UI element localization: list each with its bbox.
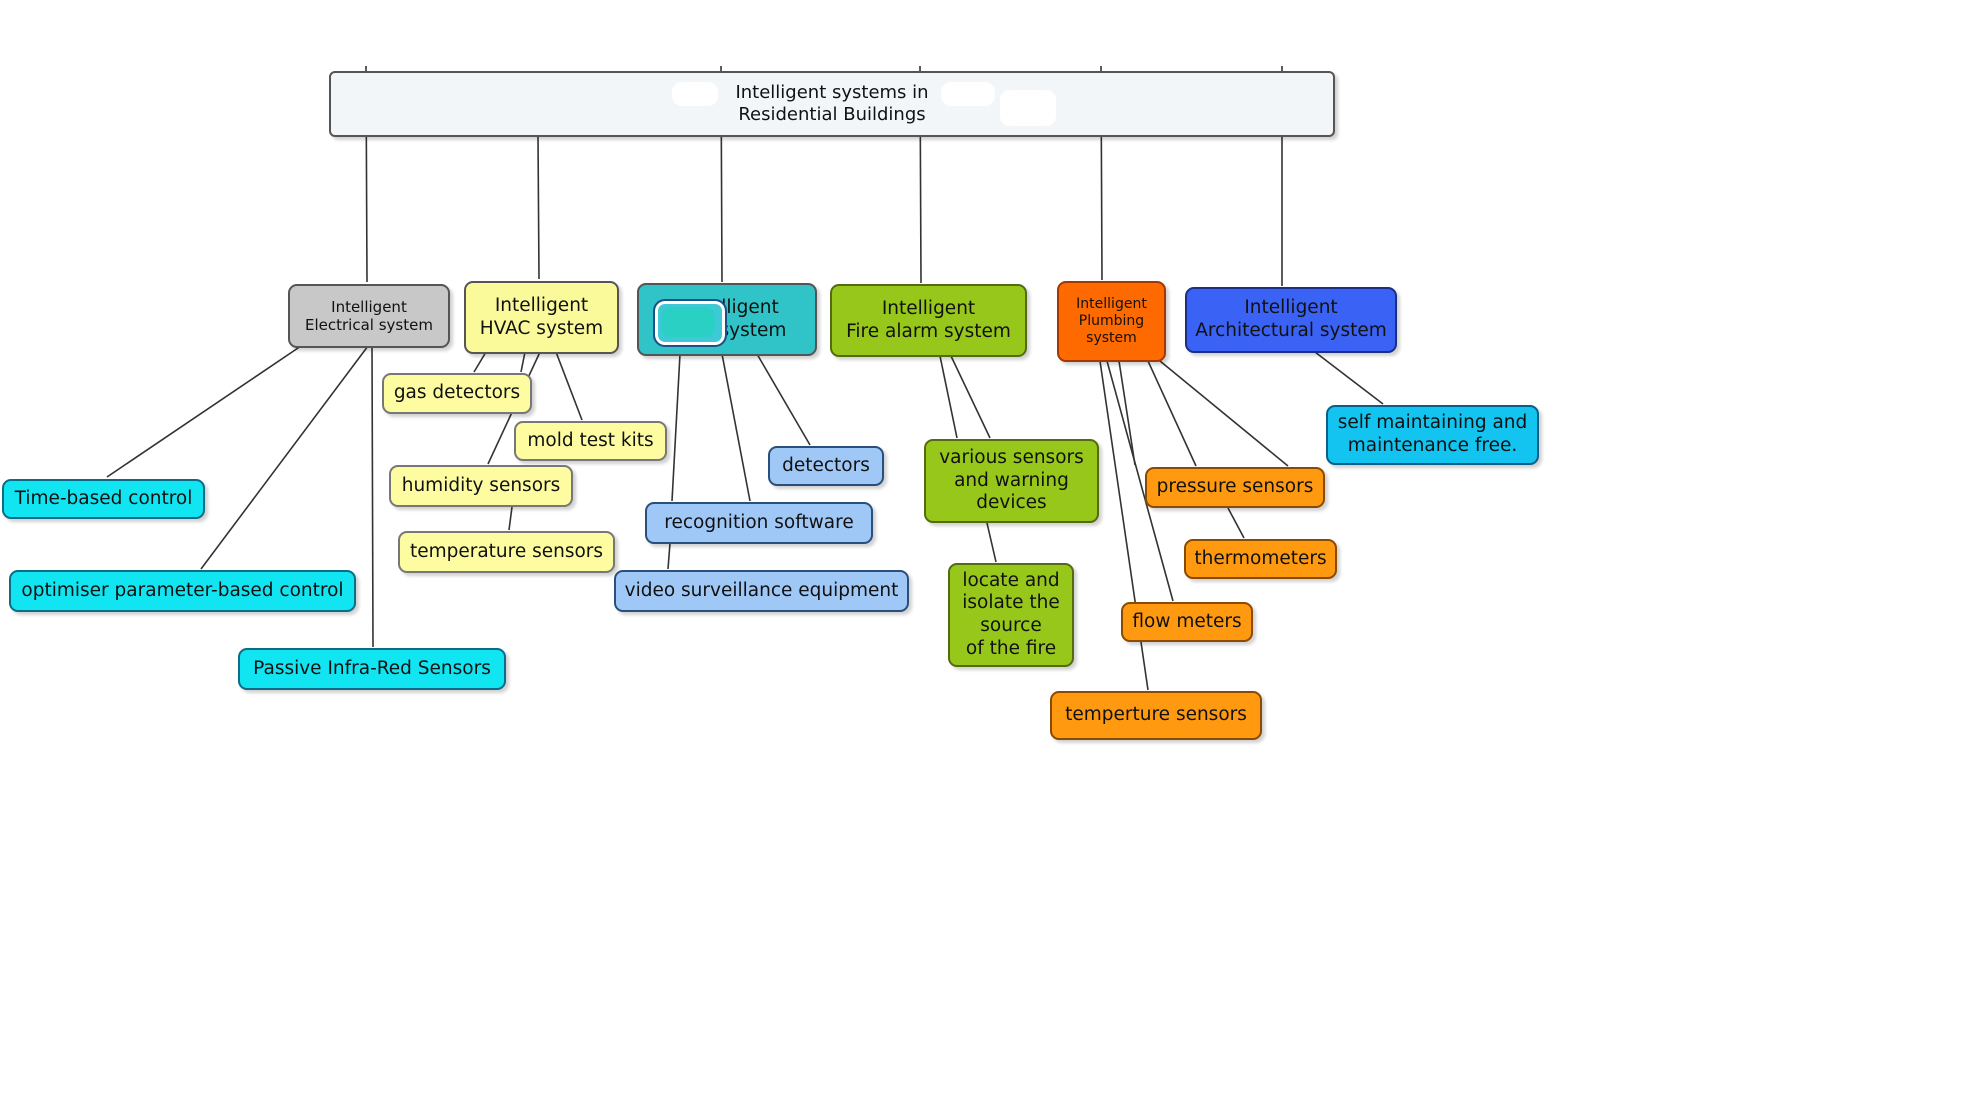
- leaf-detectors: detectors: [768, 446, 884, 486]
- connector-hvac-to-mold: [555, 351, 583, 421]
- connector-architectural-to-self: [1314, 351, 1384, 405]
- leaf-recognition-software: recognition software: [645, 502, 873, 544]
- leaf-time-based-control: Time-based control: [2, 479, 205, 519]
- root-redaction-2: [941, 82, 995, 106]
- leaf-mold-test-kits: mold test kits: [514, 421, 667, 461]
- obscured-overlay: [653, 299, 727, 347]
- leaf-pressure-sensors: pressure sensors: [1145, 467, 1325, 508]
- leaf-thermometers: thermometers: [1184, 539, 1337, 579]
- connector-fire-to-various-a: [939, 355, 958, 439]
- leaf-gas-detectors: gas detectors: [382, 373, 532, 414]
- leaf-flow-meters: flow meters: [1121, 602, 1253, 642]
- leaf-passive-infrared: Passive Infra-Red Sensors: [238, 648, 506, 690]
- root-redaction-3: [1000, 90, 1056, 126]
- connector-plumbing-to-flowmeters: [1106, 360, 1174, 602]
- connector-root-to-hvac: [537, 135, 540, 280]
- connector-security-to-recog2: [721, 353, 751, 502]
- connector-electrical-to-optimiser: [200, 345, 369, 570]
- connector-plumbing-to-pressure-c: [1159, 360, 1289, 467]
- category-security-line1: lligent: [721, 296, 779, 318]
- connector-security-to-recog: [671, 353, 681, 502]
- category-electrical: Intelligent Electrical system: [288, 284, 450, 348]
- category-architectural: Intelligent Architectural system: [1185, 287, 1397, 353]
- category-hvac: Intelligent HVAC system: [464, 281, 619, 354]
- leaf-temperature-sensors: temperature sensors: [398, 531, 615, 573]
- connector-plumbing-to-pressure-a: [1118, 360, 1136, 466]
- connector-hvac-to-temperature: [508, 506, 513, 531]
- connector-security-to-detectors: [756, 353, 811, 446]
- leaf-temperture-sensors: temperture sensors: [1050, 691, 1262, 740]
- connector-plumbing-to-pressure-b: [1147, 360, 1197, 467]
- connector-electrical-to-time: [106, 345, 302, 478]
- connector-security-to-video: [667, 542, 671, 570]
- connector-hvac-to-gas: [473, 351, 487, 373]
- root-redaction-1: [672, 82, 718, 106]
- leaf-various-sensors: various sensors and warning devices: [924, 439, 1099, 523]
- category-security-line2: system: [719, 319, 787, 341]
- leaf-self-maintaining: self maintaining and maintenance free.: [1326, 405, 1539, 465]
- connector-fire-to-locate: [986, 522, 997, 563]
- root-node: Intelligent systems in Residential Build…: [329, 71, 1335, 137]
- category-plumbing: Intelligent Plumbing system: [1057, 281, 1166, 362]
- connector-hvac-to-extra: [520, 351, 526, 373]
- leaf-video-surveillance: video surveillance equipment: [614, 570, 909, 612]
- category-fire: Intelligent Fire alarm system: [830, 284, 1027, 357]
- leaf-optimiser-control: optimiser parameter-based control: [9, 570, 356, 612]
- connector-fire-to-various-b: [950, 355, 991, 439]
- connector-plumbing-to-thermometers: [1227, 507, 1245, 539]
- leaf-humidity-sensors: humidity sensors: [389, 465, 573, 507]
- connector-electrical-to-pir: [371, 345, 374, 648]
- leaf-locate-isolate: locate and isolate the source of the fir…: [948, 563, 1074, 667]
